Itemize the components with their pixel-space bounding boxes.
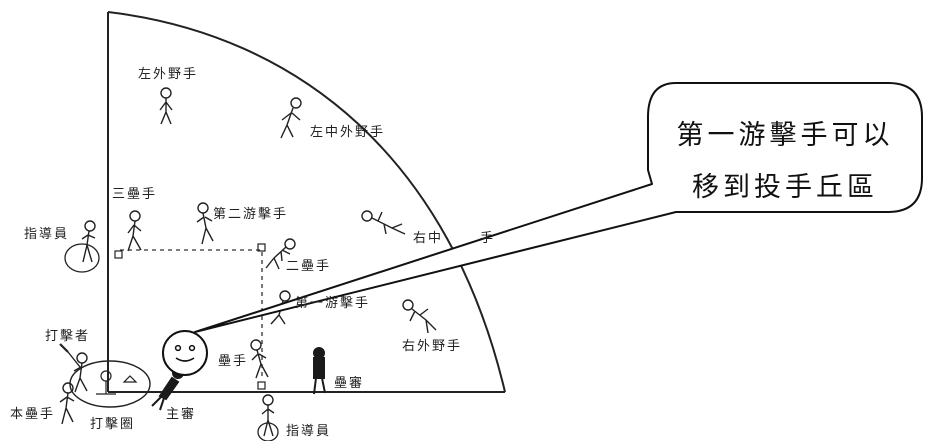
right-fielder-figure (402, 299, 437, 334)
coach-box-first (257, 422, 279, 441)
label-coach-first: 指導員 (286, 424, 332, 439)
label-plate-umpire: 主審 (166, 407, 197, 422)
label-second-shortstop: 第二游擊手 (213, 207, 289, 222)
label-right-fielder: 右外野手 (402, 339, 463, 354)
coach-third-figure (81, 220, 96, 263)
callout-line-1: 第一游擊手可以 (676, 120, 894, 151)
right-center-fielder-figure (361, 210, 406, 235)
left-fielder-figure (159, 87, 173, 125)
label-left-center-fielder: 左中外野手 (310, 125, 386, 140)
outfield-fence (107, 11, 506, 393)
label-batting-circle: 打擊圈 (90, 417, 136, 432)
label-second-baseman: 二壘手 (286, 259, 332, 274)
label-base-umpire: 壘審 (334, 376, 365, 391)
second-base (257, 243, 266, 252)
label-left-fielder: 左外野手 (138, 67, 199, 82)
label-batter: 打擊者 (45, 329, 91, 344)
coach-first-figure (261, 394, 275, 437)
callout-bubble (194, 82, 923, 333)
coach-box-third (64, 243, 100, 273)
label-first-baseman: 壘手 (218, 354, 249, 369)
batter-figure (59, 343, 88, 393)
base-umpire-figure (313, 347, 326, 395)
label-right-center-suffix: 手 (480, 231, 496, 246)
first-baseman-figure (250, 339, 269, 379)
third-baseman-figure (127, 210, 142, 252)
home-plate (96, 370, 138, 395)
second-shortstop-figure (196, 202, 214, 245)
first-base (257, 381, 266, 390)
catcher-figure (59, 382, 75, 425)
left-center-fielder-figure (280, 97, 302, 139)
second-baseman-figure (265, 238, 296, 270)
third-base (114, 250, 123, 259)
label-right-center-fielder: 右中 (413, 231, 444, 246)
label-coach-third: 指導員 (24, 227, 70, 242)
label-catcher: 本壘手 (10, 407, 56, 422)
label-third-baseman: 三壘手 (112, 187, 158, 202)
callout-text: 第一游擊手可以 移到投手丘區 (660, 110, 910, 214)
smiley-face-icon (162, 330, 208, 376)
label-first-shortstop: 第一游擊手 (295, 296, 371, 311)
callout-line-2: 移到投手丘區 (692, 172, 878, 203)
